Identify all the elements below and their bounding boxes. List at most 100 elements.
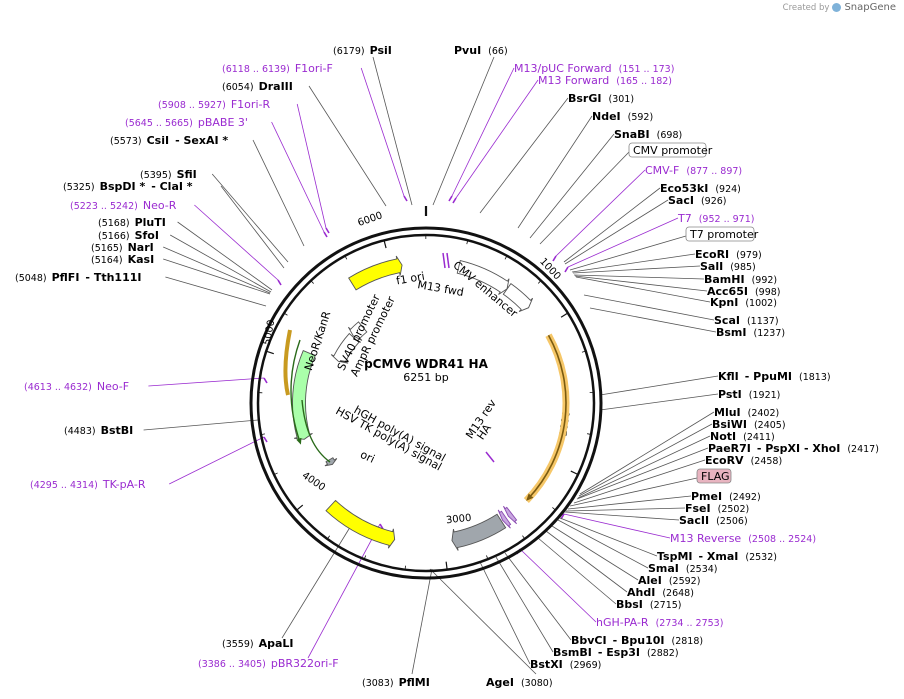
label-bbsi: BbsI(2715) <box>616 598 682 611</box>
label-fsei: FseI(2502) <box>685 502 749 515</box>
label-kasi: (5164)KasI <box>91 253 154 266</box>
leader-psti <box>599 393 719 411</box>
leader-kasi <box>163 258 271 295</box>
primer-mark-m13-puc-forward <box>448 195 453 202</box>
label-pos-bbvci: (2818) <box>672 636 704 647</box>
label-bsrgi: BsrGI(301) <box>568 92 634 105</box>
leader-pbr322ori-f <box>307 523 381 659</box>
label-bstbi: (4483)BstBI <box>64 424 133 437</box>
label-name-sfii: SfiI <box>177 168 197 181</box>
tick-label-4000: 4000 <box>300 470 327 493</box>
minor-tick <box>552 507 556 511</box>
leader-smai <box>557 519 649 569</box>
leader-neo-r <box>194 204 279 281</box>
minor-tick <box>581 350 586 353</box>
minor-tick <box>363 555 367 560</box>
label-pos-m13-forward: (165 .. 182) <box>616 76 672 87</box>
tick-label-3000: 3000 <box>446 513 472 527</box>
feature-arcs <box>283 252 570 551</box>
label-name-acc65i: Acc65I <box>707 285 748 298</box>
label-name-sali: SalI <box>700 260 723 273</box>
label-name-nari: NarI <box>128 241 154 254</box>
label-pos-bsmbi: (2882) <box>647 648 679 659</box>
label-saci: SacI(926) <box>668 194 727 207</box>
label-ecorv: EcoRV(2458) <box>705 454 782 467</box>
label-name-snabi: SnaBI <box>614 128 650 141</box>
label-m13-forward: M13 Forward(165 .. 182) <box>538 74 672 87</box>
label-pbabe3: (5645 .. 5665)pBABE 3' <box>125 116 248 129</box>
label-pos-scai: (1137) <box>747 316 779 327</box>
label-name-m13-reverse: M13 Reverse <box>670 532 741 545</box>
label-pos-pmei: (2492) <box>729 492 761 503</box>
label-name-bamhi: BamHI <box>704 273 745 286</box>
leader-m13-forward <box>455 79 539 199</box>
label-pos-draiii: (6054) <box>222 82 254 93</box>
label-nari: (5165) NarI <box>91 241 154 254</box>
leader-bsrgi <box>479 97 569 214</box>
label-bstxi: BstXI(2969) <box>530 658 601 671</box>
label-pos-nari: (5165) <box>91 243 123 254</box>
leader-pmei <box>567 495 692 510</box>
label-name-pmei: PmeI <box>691 490 722 503</box>
feature-label-m13-fwd: M13 fwd <box>417 278 465 299</box>
label-neo-r: (5223 .. 5242)Neo-R <box>70 199 177 212</box>
snapgene-logo-icon <box>832 3 842 12</box>
label-name-apali: ApaLI <box>259 637 294 650</box>
leader-m13-puc-forward <box>451 67 515 197</box>
primer-mark-f1ori-r <box>325 227 330 234</box>
feature-label-ori: ori <box>358 448 376 466</box>
leader-lines <box>143 56 719 675</box>
leader-pvui <box>432 56 495 206</box>
label-name-m13-puc-forward: M13/pUC Forward <box>514 62 612 75</box>
leader-bsmbi <box>495 556 554 653</box>
label-paer7i: PaeR7I- PspXI - XhoI(2417) <box>708 442 879 455</box>
feature-box-flag-box <box>696 468 732 484</box>
minor-tick <box>537 280 542 284</box>
primer-mark-pbr322ori-f <box>379 523 384 530</box>
label-name-bbsi: BbsI <box>616 598 643 611</box>
label-name-kpni: KpnI <box>710 296 738 309</box>
leader-draiii <box>308 85 387 207</box>
label-mlui: MluI(2402) <box>714 406 779 419</box>
label-name-f1ori-r: F1ori-R <box>231 98 271 111</box>
leader-acc65i <box>574 275 708 292</box>
feature-label-hsv-tk-polya: HSV TK poly(A) signal <box>333 404 444 473</box>
leader-bstxi <box>479 561 531 665</box>
label-extra-tspmi: - XmaI <box>699 550 739 563</box>
feature-box-cmv-promoter-box <box>628 142 707 158</box>
leader-bbvci <box>504 552 572 641</box>
label-eco53ki: Eco53kI(924) <box>660 182 741 195</box>
label-pos-pbr322ori-f: (3386 .. 3405) <box>198 659 266 670</box>
leader-neo-f <box>148 377 265 387</box>
label-name-mlui: MluI <box>714 406 741 419</box>
label-sali: SalI(985) <box>700 260 756 273</box>
label-pos-bsrgi: (301) <box>608 94 634 105</box>
minor-tick <box>504 255 508 260</box>
label-pos-ahdi: (2648) <box>662 588 694 599</box>
label-psii: (6179)PsiI <box>333 44 392 57</box>
leader-csii <box>252 139 305 247</box>
label-m13-reverse: M13 Reverse(2508 .. 2524) <box>670 532 816 545</box>
label-extra-kfli: - PpuMI <box>745 370 792 383</box>
label-name-t7: T7 <box>677 212 692 225</box>
ha-arc <box>497 509 512 529</box>
label-ecori: EcoRI(979) <box>695 248 762 261</box>
label-name-sfoi: SfoI <box>135 229 159 242</box>
label-pos-neo-r: (5223 .. 5242) <box>70 201 138 212</box>
label-pos-snabi: (698) <box>657 130 683 141</box>
tick-mark-5000 <box>265 350 274 355</box>
label-snabi: SnaBI (698) <box>614 128 682 141</box>
label-name-psti: PstI <box>718 388 742 401</box>
leader-bspdi <box>220 185 285 269</box>
label-pos-neo-f: (4613 .. 4632) <box>24 382 92 393</box>
label-name-bstxi: BstXI <box>530 658 563 671</box>
leader-psii <box>372 56 413 206</box>
label-pos-t7: (952 .. 971) <box>699 214 755 225</box>
label-bbvci: BbvCI- Bpu10I(2818) <box>571 634 703 647</box>
label-pos-f1ori-f: (6118 .. 6139) <box>222 64 290 75</box>
label-name-bstbi: BstBI <box>101 424 134 437</box>
label-name-kfli: KflI <box>718 370 739 383</box>
label-name-tspmi: TspMI <box>657 550 693 563</box>
label-pos-saci: (926) <box>701 196 727 207</box>
label-pflfi: (5048)PflFI- Tth111I <box>15 271 141 284</box>
